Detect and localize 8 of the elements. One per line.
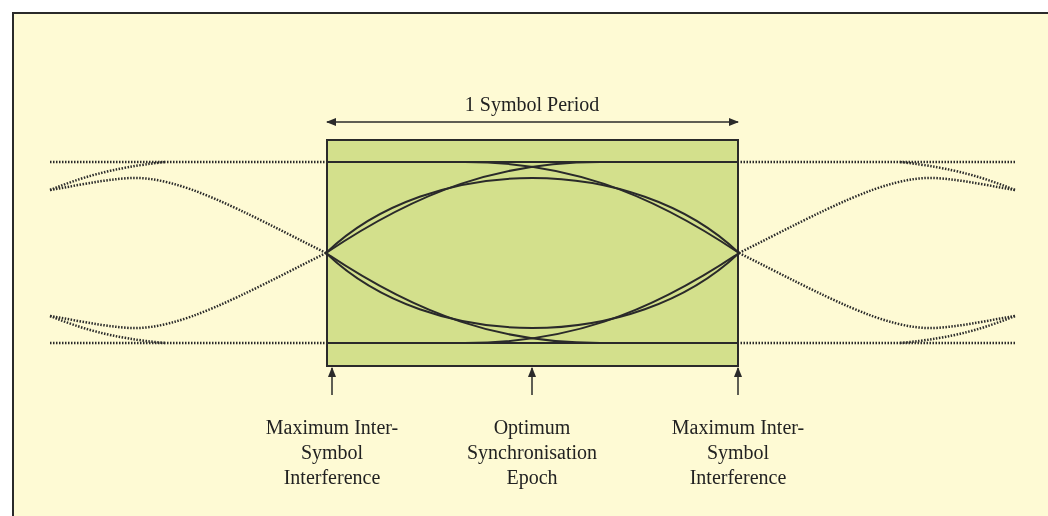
caption-text: Maximum Inter-Symbol Interference	[252, 415, 412, 493]
caption-text: Optimum Synchronisation Epoch	[447, 415, 617, 493]
arrow	[527, 366, 537, 396]
dimension-label: 1 Symbol Period	[463, 92, 601, 116]
arrow	[733, 366, 743, 396]
caption-text: Maximum Inter-Symbol Interference	[658, 415, 818, 493]
arrow	[327, 366, 337, 396]
eye-window-box	[326, 139, 739, 367]
